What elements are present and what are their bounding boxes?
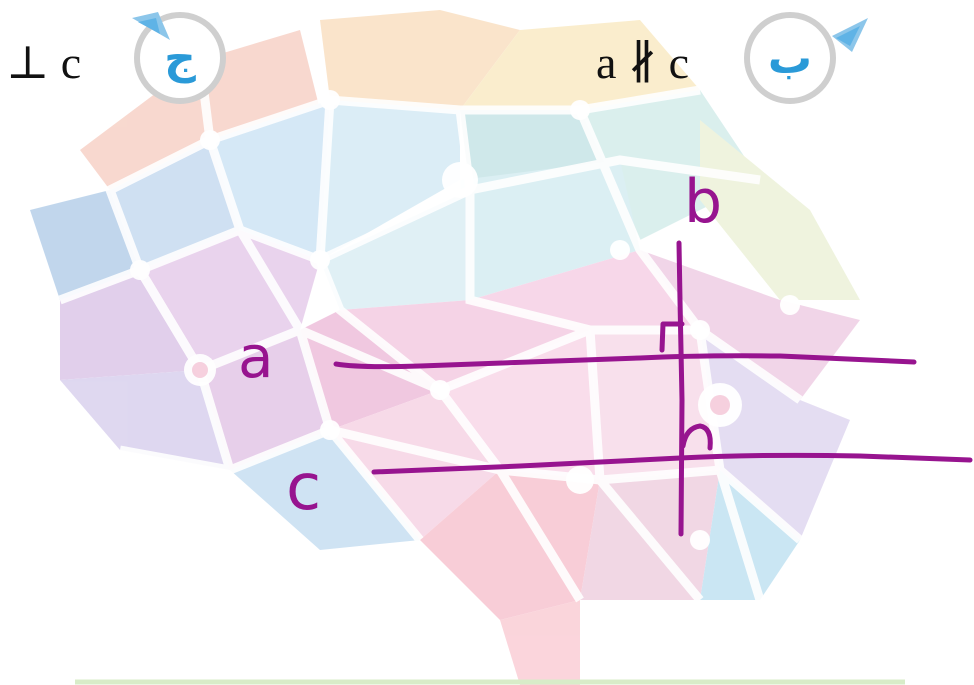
- line-c: [371, 452, 973, 475]
- option-beh-statement: a ∦ c: [596, 37, 689, 88]
- option-beh-letter: ب: [767, 32, 813, 84]
- right-angle-mark: [659, 321, 685, 353]
- line-label-b: b: [684, 167, 723, 237]
- line-label-c: c: [286, 451, 322, 525]
- option-beh-badge[interactable]: ب: [744, 12, 836, 104]
- line-a: [333, 353, 917, 370]
- angle-mark-lower: [680, 423, 713, 451]
- line-label-a: a: [238, 323, 274, 391]
- option-jeem-statement: ⊥ c: [6, 37, 82, 88]
- option-jeem-letter: ج: [164, 32, 196, 84]
- line-b: [676, 240, 685, 537]
